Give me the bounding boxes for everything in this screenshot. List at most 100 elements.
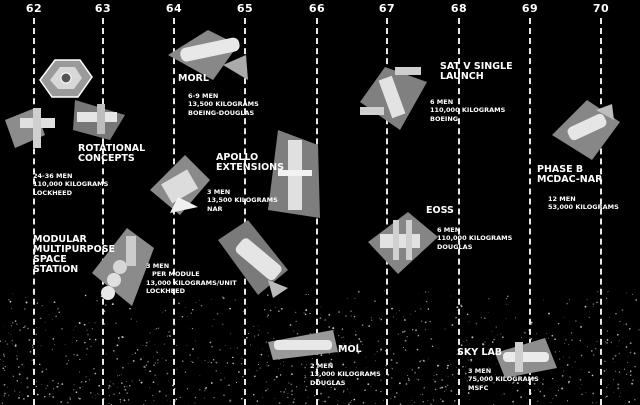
- star-dot: [225, 365, 227, 367]
- star-dot: [266, 364, 268, 366]
- star-dot: [32, 344, 34, 346]
- star-dot: [249, 344, 252, 346]
- star-dot: [433, 400, 435, 402]
- star-dot: [447, 384, 449, 386]
- star-dot: [199, 299, 201, 301]
- star-dot: [199, 389, 201, 391]
- star-dot: [80, 381, 83, 383]
- star-dot: [483, 381, 485, 383]
- star-dot: [94, 322, 96, 324]
- star-dot: [11, 308, 12, 309]
- star-dot: [36, 327, 38, 328]
- star-dot: [512, 381, 515, 384]
- year-70: 70: [592, 2, 610, 15]
- star-dot: [262, 348, 263, 350]
- star-dot: [606, 338, 609, 341]
- star-dot: [349, 342, 351, 344]
- star-dot: [566, 302, 568, 305]
- star-dot: [12, 293, 14, 295]
- star-dot: [285, 388, 287, 390]
- star-dot: [534, 389, 536, 391]
- star-dot: [17, 351, 19, 353]
- star-dot: [304, 402, 307, 405]
- star-dot: [380, 348, 383, 351]
- star-dot: [265, 389, 267, 392]
- star-dot: [621, 342, 623, 344]
- star-dot: [505, 318, 507, 320]
- star-dot: [616, 333, 619, 336]
- star-dot: [204, 360, 206, 362]
- star-dot: [123, 386, 126, 388]
- star-dot: [341, 345, 343, 347]
- star-dot: [619, 395, 621, 397]
- star-dot: [35, 385, 37, 388]
- star-dot: [491, 331, 493, 332]
- star-dot: [85, 380, 87, 383]
- star-dot: [126, 381, 127, 382]
- star-dot: [411, 399, 413, 401]
- star-dot: [190, 360, 192, 363]
- star-dot: [252, 393, 255, 396]
- star-dot: [113, 393, 115, 395]
- star-dot: [254, 375, 256, 378]
- modular-title: MODULAR MULTIPURPOSE SPACE STATION: [33, 234, 116, 275]
- star-dot: [88, 338, 91, 340]
- star-dot: [554, 351, 556, 353]
- star-dot: [353, 398, 356, 401]
- star-dot: [91, 328, 94, 330]
- star-dot: [423, 386, 426, 389]
- star-dot: [82, 380, 83, 382]
- star-dot: [41, 372, 43, 374]
- star-dot: [149, 387, 151, 389]
- star-dot: [280, 391, 282, 393]
- star-dot: [345, 315, 347, 317]
- star-dot: [149, 370, 152, 373]
- star-dot: [439, 387, 442, 389]
- star-dot: [28, 339, 31, 341]
- morl-mass: 13,500 KILOGRAMS: [188, 100, 259, 109]
- star-dot: [527, 403, 529, 405]
- star-dot: [79, 358, 81, 361]
- star-dot: [127, 399, 130, 401]
- star-dot: [550, 402, 552, 403]
- star-dot: [503, 393, 505, 395]
- star-dot: [629, 342, 632, 345]
- star-dot: [417, 334, 420, 337]
- star-dot: [447, 376, 449, 377]
- star-dot: [343, 391, 344, 393]
- star-dot: [232, 356, 234, 359]
- star-dot: [623, 323, 625, 325]
- star-dot: [590, 350, 593, 352]
- star-dot: [606, 395, 608, 398]
- star-dot: [130, 318, 132, 320]
- star-dot: [456, 306, 459, 309]
- star-dot: [295, 311, 297, 313]
- star-dot: [342, 347, 344, 349]
- star-dot: [564, 343, 565, 344]
- star-dot: [152, 381, 155, 384]
- star-dot: [194, 396, 197, 399]
- star-dot: [157, 384, 159, 385]
- star-dot: [552, 398, 554, 400]
- year-62: 62: [25, 2, 43, 15]
- star-dot: [39, 317, 42, 320]
- star-dot: [625, 346, 628, 348]
- star-dot: [425, 300, 428, 303]
- star-dot: [537, 388, 539, 390]
- star-dot: [253, 335, 256, 337]
- star-dot: [41, 305, 43, 307]
- year-line-63: [102, 18, 104, 405]
- star-dot: [592, 303, 595, 305]
- year-line-68: [458, 18, 460, 405]
- star-dot: [619, 320, 621, 323]
- star-dot: [158, 327, 160, 329]
- star-dot: [621, 337, 623, 339]
- star-dot: [257, 363, 259, 366]
- year-line-70: [600, 18, 602, 405]
- star-dot: [204, 397, 206, 399]
- star-dot: [464, 372, 467, 375]
- star-dot: [350, 400, 353, 402]
- star-dot: [555, 394, 557, 397]
- star-dot: [166, 335, 168, 337]
- star-dot: [305, 309, 308, 312]
